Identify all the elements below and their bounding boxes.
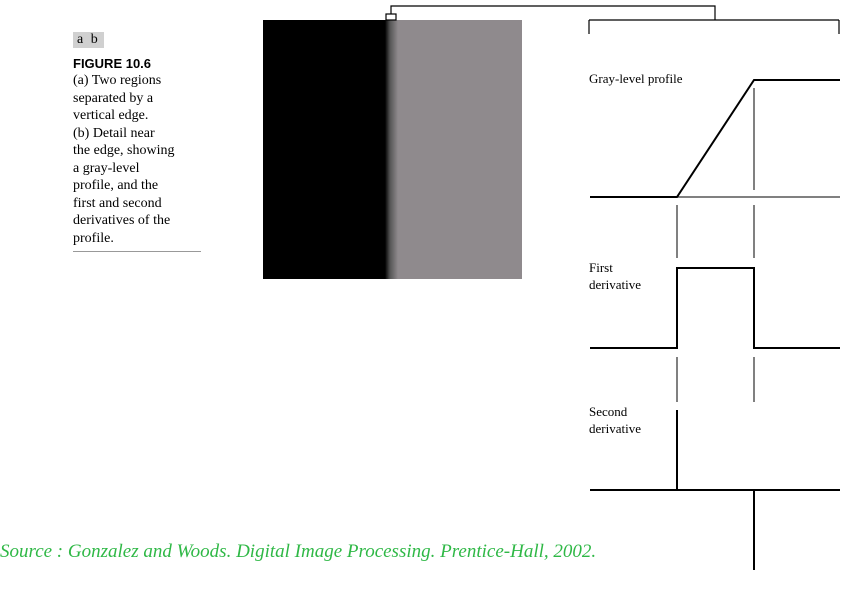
source-citation: Source : Gonzalez and Woods. Digital Ima… bbox=[0, 541, 597, 562]
figure-caption: a b FIGURE 10.6 (a) Two regions separate… bbox=[73, 30, 201, 252]
gray-level-profile-plot bbox=[590, 79, 840, 198]
edge-image bbox=[263, 20, 522, 279]
second-derivative-label: Second derivative bbox=[589, 404, 641, 436]
detail-connector bbox=[385, 5, 840, 34]
second-derivative-plot bbox=[590, 410, 840, 570]
figure-title: FIGURE 10.6 bbox=[73, 56, 152, 71]
gray-level-profile-label: Gray-level profile bbox=[589, 71, 683, 86]
first-derivative-plot bbox=[590, 267, 840, 349]
guide-lines bbox=[676, 88, 755, 402]
detail-region-marker bbox=[385, 13, 397, 21]
first-derivative-curve bbox=[590, 267, 840, 349]
panel-tag: a b bbox=[73, 32, 104, 48]
profile-curve bbox=[590, 79, 840, 198]
first-derivative-label: First derivative bbox=[589, 260, 641, 292]
caption-text: (a) Two regions separated by a vertical … bbox=[73, 73, 175, 246]
